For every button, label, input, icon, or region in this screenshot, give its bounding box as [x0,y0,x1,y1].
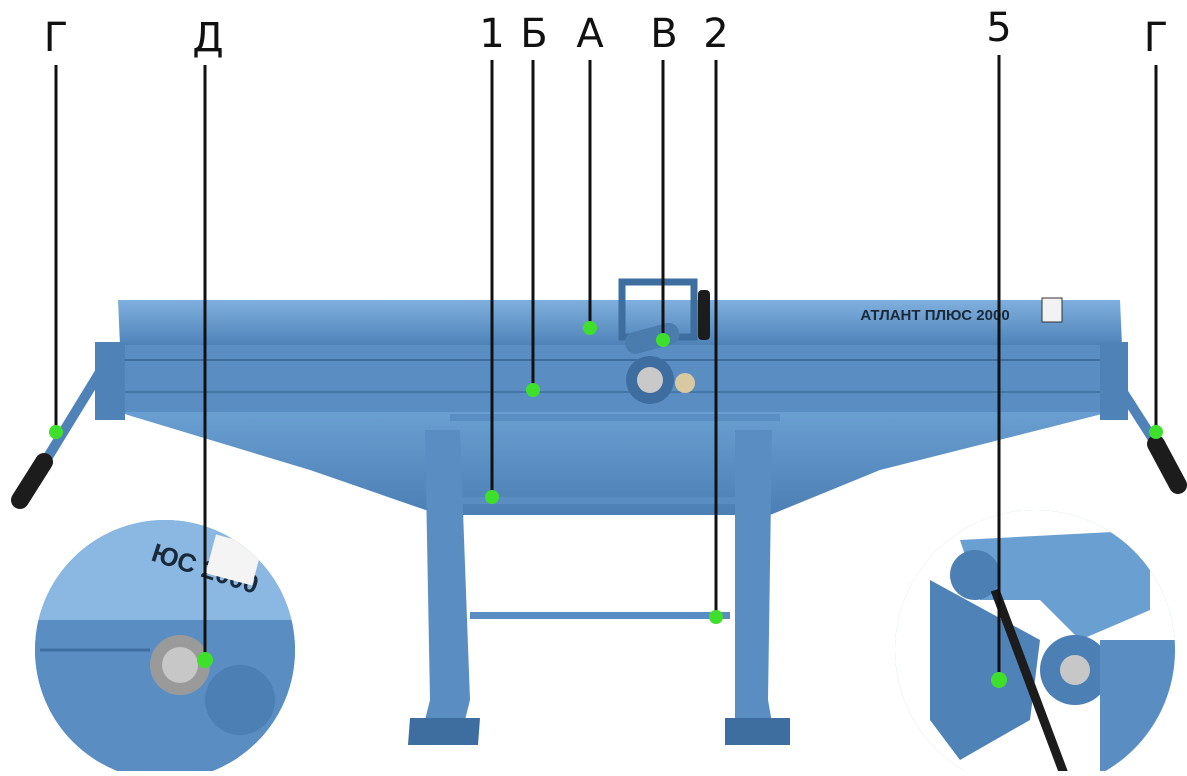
marker-d [197,652,213,668]
label-5: 5 [986,5,1012,51]
inset-right [895,510,1175,776]
marker-g-right [1149,425,1163,439]
label-1: 1 [479,11,505,57]
marker-b [526,383,540,397]
label-g-left: Г [43,15,69,61]
left-handle [11,367,105,509]
machine-body: АТЛАНТ ПЛЮС 2000 [95,278,1128,745]
markers [49,321,1163,688]
brand-text: АТЛАНТ ПЛЮС 2000 [860,307,1009,324]
marker-5 [991,672,1007,688]
marker-1 [485,490,499,504]
marker-g-left [49,425,63,439]
label-a: А [576,11,604,57]
label-d: Д [192,15,224,61]
label-g-right: Г [1143,15,1169,61]
marker-2 [709,610,723,624]
leader-lines [54,55,1158,680]
label-b: Б [520,11,548,57]
label-2: 2 [703,11,729,57]
label-v: В [650,11,678,57]
marker-a [583,321,597,335]
inset-left: ЮС 2000 [35,520,295,776]
marker-v [656,333,670,347]
